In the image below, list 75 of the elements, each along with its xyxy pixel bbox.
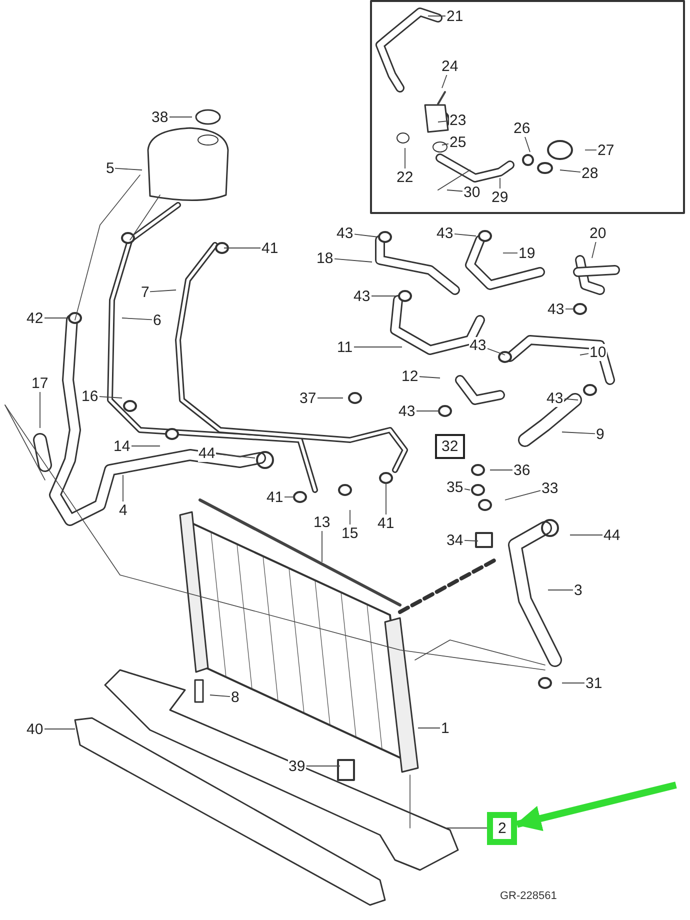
callout-number: 18	[316, 250, 334, 266]
callout-number: 39	[288, 758, 306, 774]
leader-line	[564, 398, 578, 400]
leader-line	[99, 396, 122, 398]
leader-line	[464, 488, 470, 490]
leader-line	[210, 694, 230, 698]
callout-number: 43	[336, 224, 354, 242]
callout-number: 13	[312, 514, 332, 530]
callout-number: 6	[152, 312, 162, 328]
leader-line	[502, 252, 518, 254]
leader-line	[562, 432, 596, 434]
callout-number: 15	[340, 524, 360, 542]
callout-number: 43	[546, 300, 566, 318]
leader-line	[562, 682, 585, 684]
leader-line	[454, 233, 476, 236]
callout-number: 43	[352, 288, 372, 304]
callout-number: 16	[80, 388, 100, 404]
callout-number: 19	[518, 244, 536, 262]
callout-number: 43	[468, 336, 488, 354]
callout-number: 2	[487, 812, 518, 844]
callout-number: 10	[588, 344, 608, 360]
leader-line	[442, 74, 448, 88]
callout-number: 24	[440, 58, 460, 74]
callout-number: 23	[448, 112, 468, 128]
leader-line	[334, 258, 372, 262]
leader-line	[419, 376, 440, 378]
leader-line	[169, 116, 192, 118]
leader-line	[416, 410, 440, 412]
leader-line	[284, 496, 296, 498]
callout-number: 9	[595, 426, 606, 442]
callout-number: 37	[298, 390, 318, 406]
callout-number: 8	[230, 688, 240, 706]
leader-line	[150, 290, 176, 292]
callout-number: 26	[512, 120, 532, 136]
leader-line	[565, 308, 574, 310]
callout-number: 30	[462, 184, 482, 200]
callout-number: 3	[573, 582, 584, 598]
leader-line	[504, 490, 541, 500]
leader-line	[354, 234, 378, 238]
leader-line	[122, 318, 152, 320]
leader-line	[216, 454, 256, 458]
callout-number: 32	[434, 434, 466, 458]
leader-line	[438, 120, 449, 122]
callout-number: 29	[490, 188, 510, 206]
leader-line	[560, 170, 581, 172]
callout-number: 35	[446, 478, 464, 496]
callout-number: 43	[546, 390, 564, 406]
pointer-arrow	[515, 782, 677, 832]
leader-line	[442, 143, 449, 146]
callout-number: 40	[26, 720, 44, 738]
leader-line	[114, 168, 142, 170]
callout-number: 43	[398, 402, 416, 420]
callout-number: 43	[436, 224, 454, 242]
leader-line	[524, 136, 530, 152]
leader-line	[122, 474, 124, 502]
callout-number: 34	[446, 532, 464, 548]
callout-number: 31	[584, 674, 604, 692]
callout-number: 36	[512, 462, 532, 478]
callout-number: 38	[150, 108, 170, 126]
leader-line	[570, 534, 603, 536]
callout-number: 28	[580, 164, 600, 182]
callout-number: 20	[588, 224, 608, 242]
leader-line	[592, 241, 596, 258]
leader-line	[580, 353, 589, 356]
leader-line	[354, 346, 402, 348]
leader-line	[487, 348, 506, 356]
callout-number: 33	[540, 480, 560, 496]
leader-line	[404, 148, 406, 169]
leader-line	[446, 190, 463, 192]
callout-number: 5	[105, 160, 116, 176]
callout-number: 25	[448, 134, 468, 150]
leader-line	[44, 728, 76, 730]
leader-line	[464, 540, 478, 542]
drawing-number: GR-228561	[500, 890, 557, 902]
callout-number: 44	[198, 444, 216, 462]
